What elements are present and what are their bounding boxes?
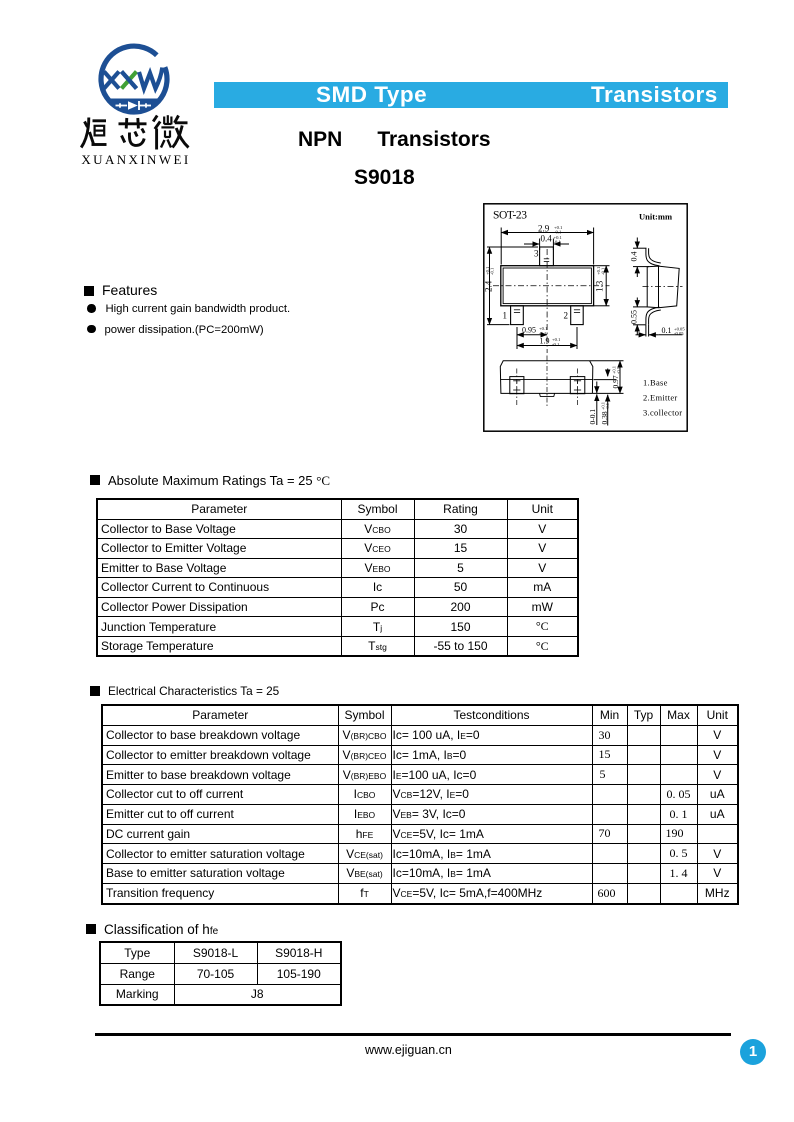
svg-text:0.55: 0.55 [629,310,638,324]
svg-text:-0.1: -0.1 [601,267,606,275]
svg-text:3.collector: 3.collector [643,408,682,418]
svg-text:-0.1: -0.1 [554,240,562,245]
svg-text:-0.1: -0.1 [605,403,610,410]
svg-text:+0.1: +0.1 [552,337,561,342]
svg-text:1: 1 [503,311,508,321]
svg-text:SOT-23: SOT-23 [493,210,527,222]
svg-text:-0.1: -0.1 [490,267,495,275]
svg-text:Unit:mm: Unit:mm [639,212,672,222]
svg-text:2.Emitter: 2.Emitter [643,393,678,403]
svg-text:2.9: 2.9 [538,224,550,234]
svg-text:0.4: 0.4 [629,252,638,262]
svg-text:0.1: 0.1 [662,326,672,335]
svg-text:1.3: 1.3 [595,280,605,292]
svg-text:1.9: 1.9 [540,337,550,346]
svg-text:-0.1: -0.1 [552,342,560,347]
svg-text:+0.1: +0.1 [554,235,563,240]
svg-text:0-0.1: 0-0.1 [588,409,597,425]
svg-text:+0.1: +0.1 [539,326,548,331]
svg-text:-0.1: -0.1 [616,367,621,374]
svg-text:+0.1: +0.1 [600,402,605,410]
svg-text:1.Base: 1.Base [643,378,668,388]
svg-text:0.38: 0.38 [600,411,609,424]
svg-text:+0.05: +0.05 [674,326,685,331]
svg-text:3: 3 [534,249,539,259]
svg-text:-0.1: -0.1 [539,331,547,336]
svg-text:-0.1: -0.1 [554,230,562,235]
svg-text:+0.1: +0.1 [596,266,601,275]
svg-text:0.97: 0.97 [611,375,620,388]
svg-text:2.4: 2.4 [484,280,494,292]
svg-text:0.95: 0.95 [522,325,536,334]
svg-text:0.4: 0.4 [541,234,553,244]
svg-text:-0.05: -0.05 [674,331,684,336]
svg-text:2: 2 [564,311,569,321]
svg-text:+0.1: +0.1 [485,266,490,275]
svg-text:+0.1: +0.1 [611,366,616,374]
svg-text:+0.1: +0.1 [554,225,563,230]
